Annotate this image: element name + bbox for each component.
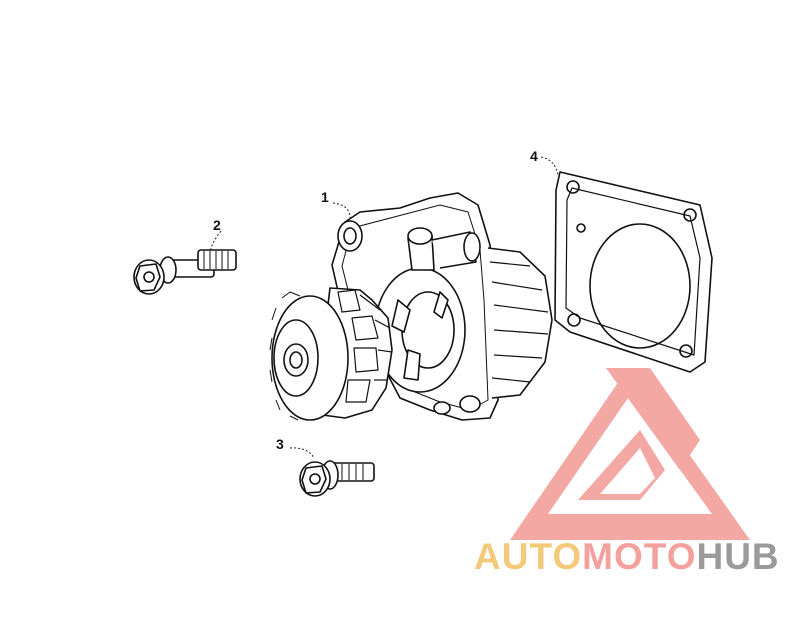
watermark-text: AUTOMOTOHUB <box>474 536 780 578</box>
watermark-hub: HUB <box>696 536 780 577</box>
callout-1: 1 <box>321 189 329 205</box>
callout-2: 2 <box>213 217 221 233</box>
bolt-short <box>299 460 375 497</box>
leader-lines <box>209 156 559 459</box>
bolt-long <box>133 249 237 295</box>
water-pump <box>269 192 553 421</box>
callout-4: 4 <box>530 148 538 164</box>
watermark-auto: AUTO <box>474 536 583 577</box>
gasket <box>554 171 713 373</box>
watermark-moto: MOTO <box>582 536 697 577</box>
callout-3: 3 <box>276 436 284 452</box>
watermark-logo <box>510 368 750 540</box>
